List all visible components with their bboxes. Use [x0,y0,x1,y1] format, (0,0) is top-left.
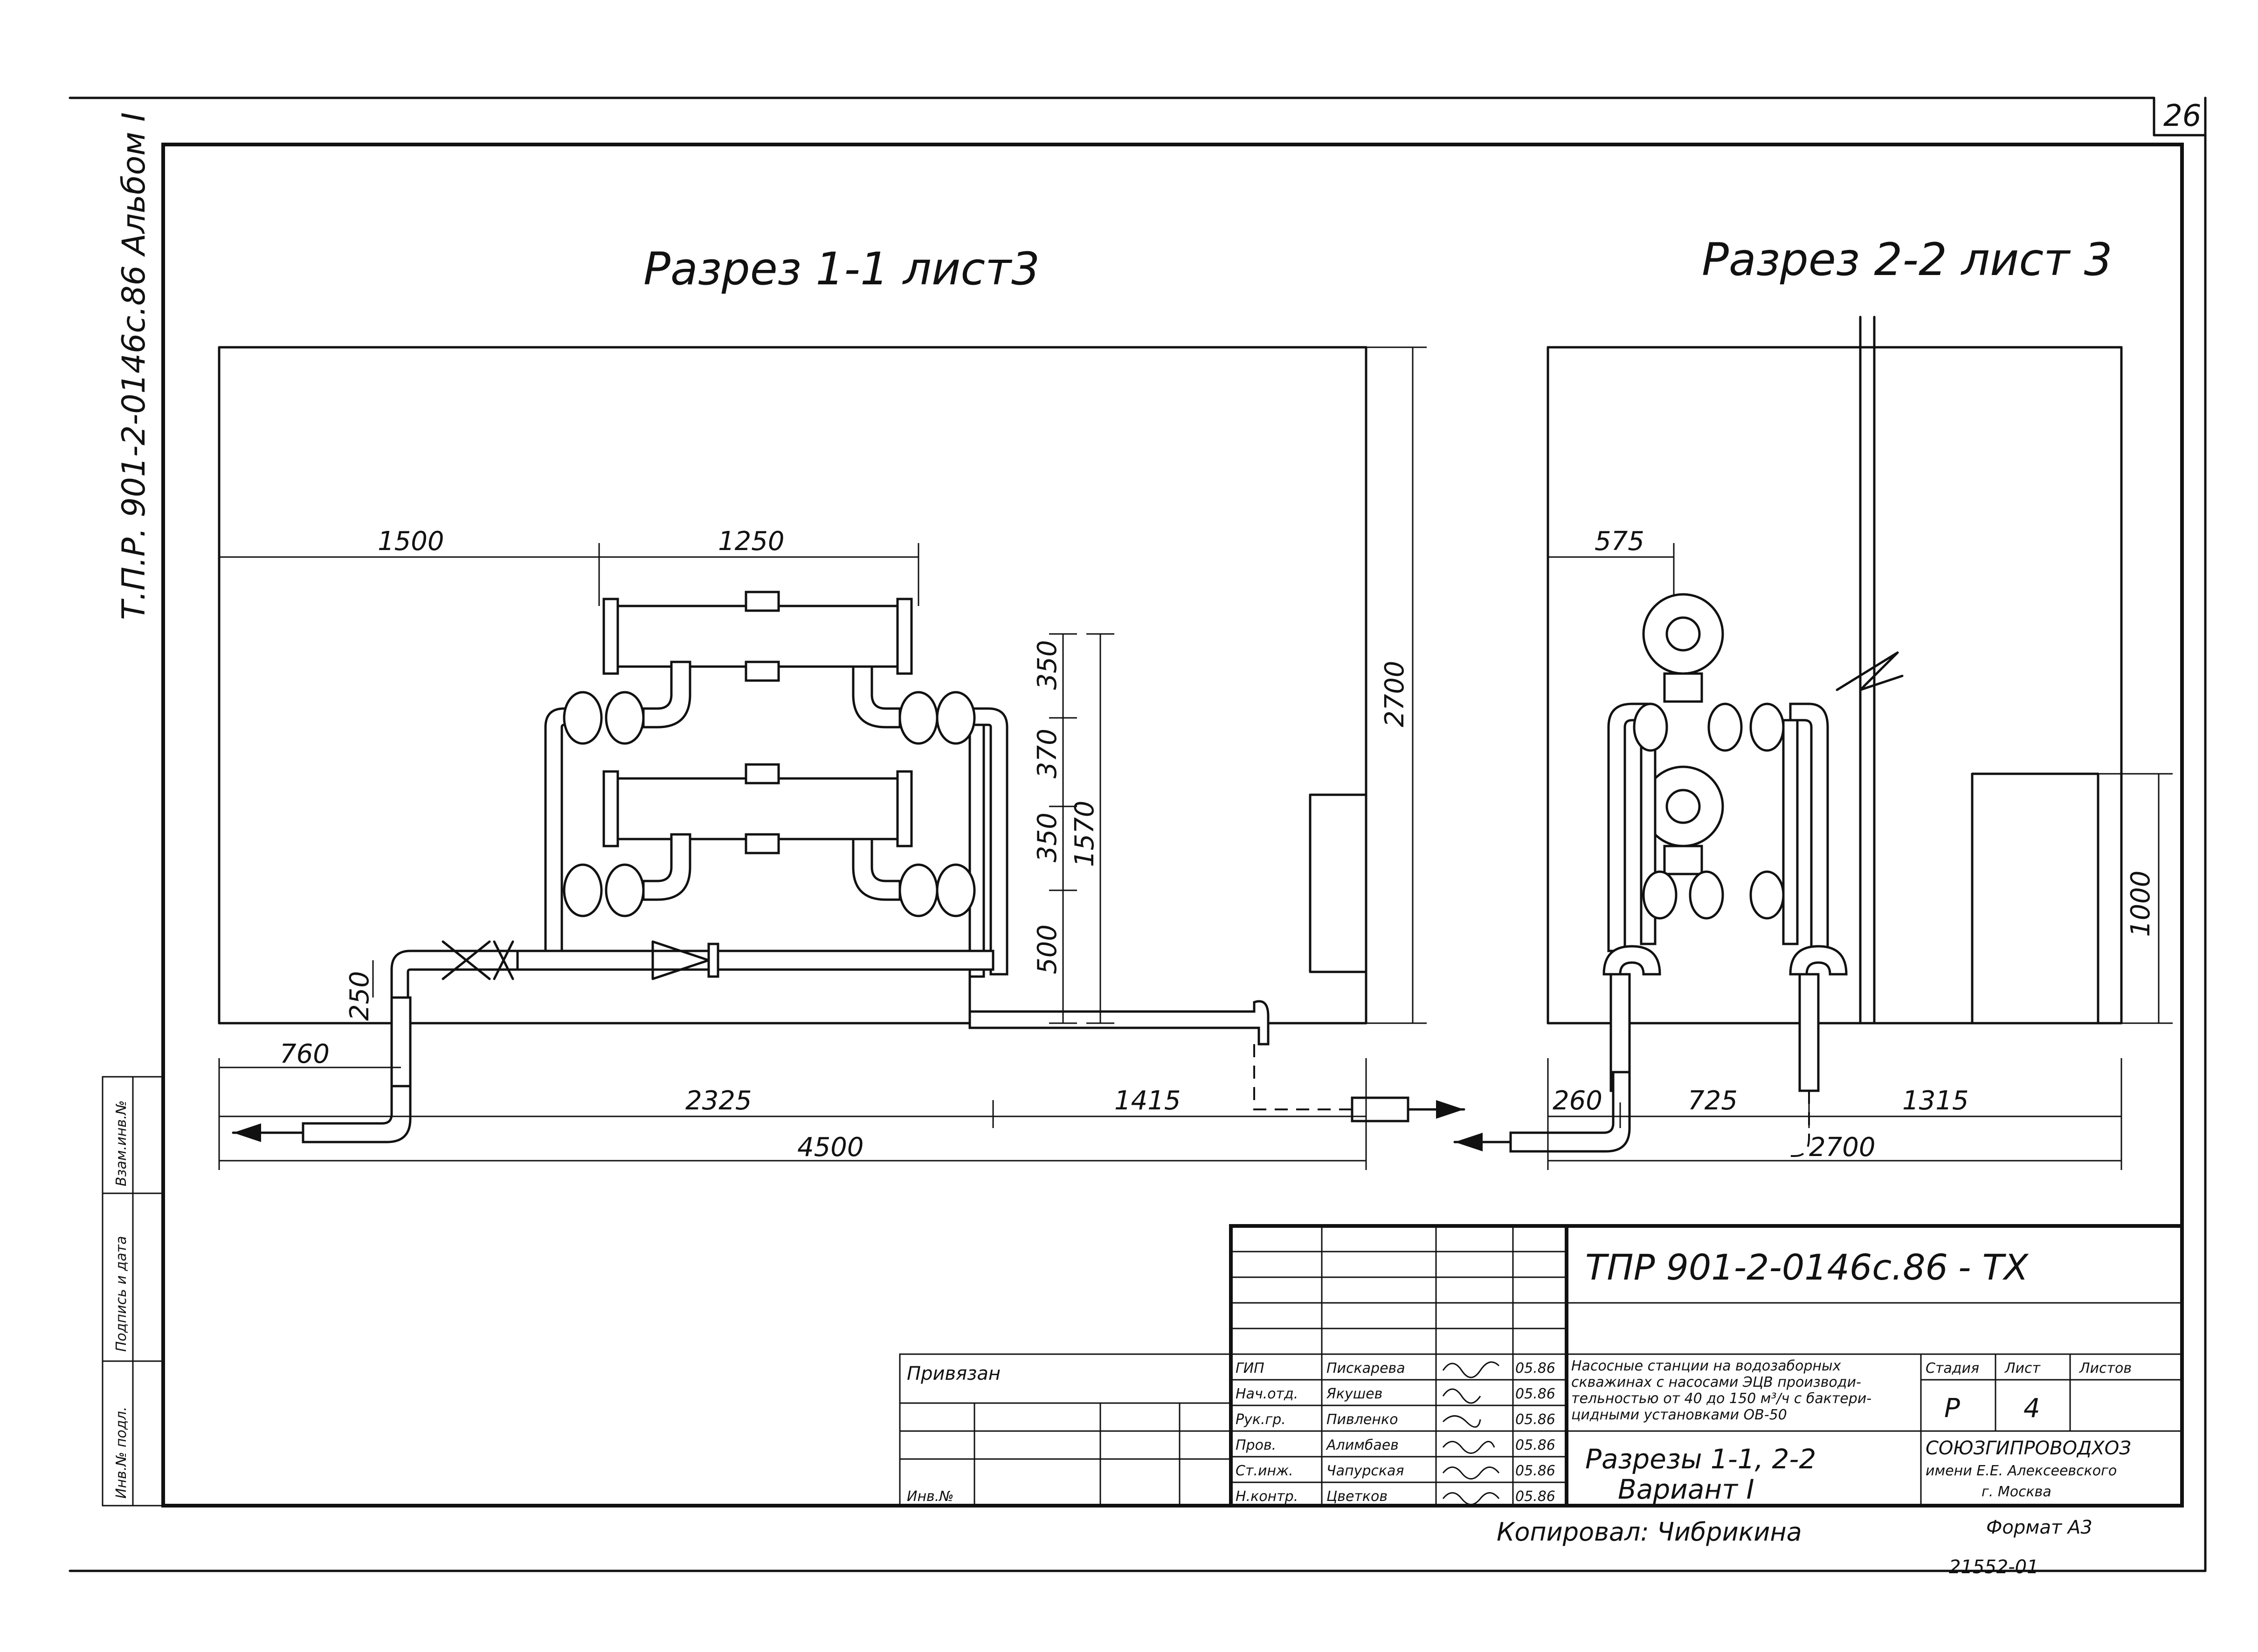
dim-350a: 350 [1032,640,1063,690]
format-label: Формат А3 [1986,1517,2092,1538]
signature-2 [1442,1388,1481,1404]
description-line-3: тельностью от 40 до 150 м³/ч с бактери- [1571,1390,1871,1407]
name-3: Пивленко [1326,1411,1398,1428]
archive-number: 21552-01 [1949,1556,2039,1578]
stage-label: Стадия [1926,1360,1979,1377]
upper-tank [602,591,913,682]
date-5: 05.86 [1515,1463,1555,1479]
signature-6 [1442,1492,1500,1505]
dim-1250: 1250 [718,526,785,557]
role-6: Н.контр. [1236,1488,1298,1505]
privyazan-label: Привязан [907,1363,1001,1384]
page-number: 26 [2163,99,2201,133]
dim-bottom-1: 760 2325 1415 4500 [218,1039,1367,1170]
stamp-inv: Инв.№ подл. [113,1407,130,1499]
name-4: Алимбаев [1326,1437,1399,1453]
dim-1415: 1415 [1114,1086,1181,1116]
inv-no-label: Инв.№ [907,1488,953,1505]
date-1: 05.86 [1515,1360,1555,1377]
lower-pumps [563,833,976,917]
role-2: Нач.отд. [1236,1386,1298,1402]
dim-1000: 1000 [2126,870,2156,937]
sheet-label: Лист [2004,1360,2041,1377]
dim-top-1: 1500 1250 [218,526,919,606]
date-3: 05.86 [1515,1411,1555,1428]
dim-vertical-chain: 350 370 350 500 1570 [1032,633,1114,1024]
dim-250: 250 [345,971,375,1021]
album-side-label: Т.П.Р. 901-2-0146с.86 Альбом I [116,112,152,620]
sheet-frame: 26 [69,96,2207,1572]
dim-1315: 1315 [1902,1086,1969,1116]
section-1-title: Разрез 1-1 лист3 [643,243,1040,295]
date-4: 05.86 [1515,1437,1555,1453]
left-stamp-block: Инв.№ подл. Подпись и дата Взам.инв.№ [102,1076,164,1507]
dim-1570: 1570 [1070,800,1100,867]
dim-1500: 1500 [378,526,444,557]
dim-725: 725 [1688,1086,1738,1116]
dim-2700-width: 2700 [1809,1132,1876,1163]
org-line-3: г. Москва [1982,1484,2051,1500]
description-line-4: цидными установками ОВ-50 [1571,1407,1787,1423]
dim-575: 575 [1595,526,1644,557]
name-5: Чапурская [1326,1463,1404,1479]
role-1: ГИП [1236,1360,1264,1377]
dim-370: 370 [1032,729,1063,778]
copied-by: Копировал: Чибрикина [1497,1517,1802,1547]
stage-value: Р [1944,1393,1960,1424]
role-5: Ст.инж. [1236,1463,1293,1479]
stamp-vzam: Взам.инв.№ [113,1100,130,1186]
description-line-1: Насосные станции на водозаборных [1571,1358,1841,1374]
role-3: Рук.гр. [1236,1411,1286,1428]
dim-350b: 350 [1032,812,1063,862]
sheet-number: 4 [2023,1393,2040,1424]
approval-rows: ГИП Нач.отд. Рук.гр. Пров. Ст.инж. Н.кон… [1236,1360,1555,1505]
name-2: Якушев [1326,1386,1382,1402]
date-6: 05.86 [1515,1488,1555,1505]
signature-4 [1442,1441,1495,1454]
sheets-label: Листов [2079,1360,2132,1377]
stamp-sign: Подпись и дата [113,1236,130,1352]
upper-pumps [563,661,976,745]
date-2: 05.86 [1515,1386,1555,1402]
section-1-1: Разрез 1-1 лист3 1500 1250 [218,243,1465,1170]
name-1: Пискарева [1326,1360,1405,1377]
dim-2700-height: 2700 [1380,661,1410,727]
signature-5 [1442,1466,1500,1480]
lower-tank [602,763,913,854]
role-4: Пров. [1236,1437,1276,1453]
signature-1 [1442,1361,1500,1378]
signature-3 [1442,1415,1481,1428]
sheet-title: Разрезы 1-1, 2-2 [1585,1443,1816,1475]
org-line-2: имени Е.Е. Алексеевского [1926,1463,2117,1479]
doc-code: ТПР 901-2-0146с.86 [1585,1246,1948,1288]
description-line-2: скважинах с насосами ЭЦВ производи- [1571,1374,1861,1390]
section-2-2: Разрез 2-2 лист 3 575 [1453,234,2173,1170]
dim-760: 760 [280,1039,330,1069]
doc-suffix: - ТХ [1958,1246,2029,1288]
title-block: Привязан Инв.№ ГИП Нач.отд. Рук.гр. Пров… [899,1224,2184,1507]
dim-4500: 4500 [797,1132,864,1163]
dim-260: 260 [1553,1086,1602,1116]
dim-500: 500 [1032,924,1063,974]
section-2-title: Разрез 2-2 лист 3 [1702,234,2113,286]
dim-2325: 2325 [685,1086,752,1116]
name-6: Цветков [1326,1488,1388,1505]
variant: Вариант I [1618,1473,1754,1505]
org-line-1: СОЮЗГИПРОВОДХОЗ [1926,1438,2131,1459]
